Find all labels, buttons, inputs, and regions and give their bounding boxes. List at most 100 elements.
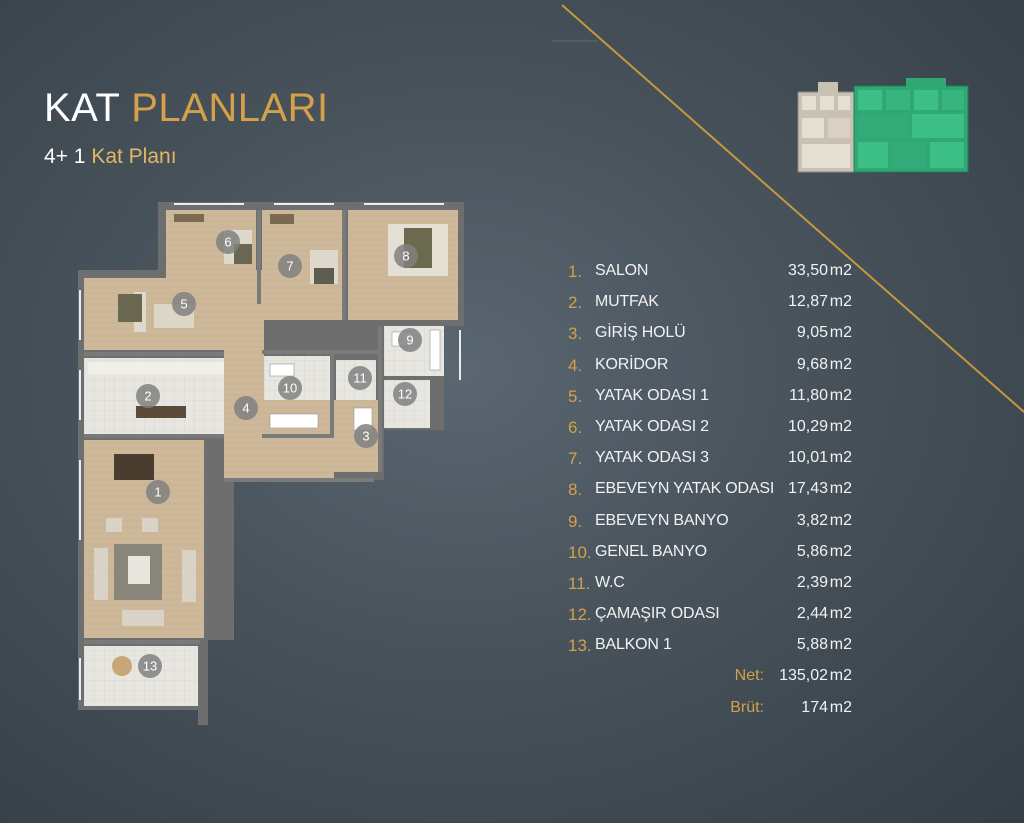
room-list-number: 12. [568,605,592,625]
room-marker-label: 3 [362,429,369,444]
room-list-name: KORİDOR [595,355,669,373]
room-list-unit: m2 [829,262,852,279]
room-list-name: EBEVEYN BANYO [595,511,729,529]
subtitle-room-count: 4+ 1 [44,145,86,168]
room-marker-label: 8 [402,249,409,264]
room-list-area: 5,86 [796,542,828,560]
room-list-unit: m2 [829,605,852,623]
room-list-name: W.C [595,573,625,591]
room-list-unit: m2 [829,417,852,435]
room-marker-7: 7 [278,254,302,278]
room-marker-11: 11 [348,366,372,390]
room-list-name: SALON [595,262,649,279]
windows [79,203,461,700]
room-list-area: 17,43 [787,480,828,498]
room-marker-label: 4 [242,401,249,416]
room-marker-label: 6 [224,235,231,250]
room-list-number: 5. [568,386,583,406]
room-list-number: 7. [568,449,583,469]
room-list-number: 10. [568,542,592,562]
room-marker-6: 6 [216,230,240,254]
gross-area-label: Brüt: [730,698,764,716]
room-list-unit: m2 [829,449,852,467]
room-marker-9: 9 [398,328,422,352]
building-key-plan-thumbnail [797,78,969,173]
room-marker-label: 5 [180,297,187,312]
room-list-number: 11. [568,573,591,593]
room-list-unit: m2 [829,511,852,529]
room-list-name: MUTFAK [595,293,659,311]
room-list-area: 2,39 [796,573,828,591]
room-list-name: GENEL BANYO [595,542,707,560]
room-marker-label: 10 [283,381,297,396]
room-list-number: 3. [568,324,583,344]
gross-area-unit: m2 [829,698,852,716]
title-word-planlari: PLANLARI [131,86,329,130]
gross-area-value: 174 [801,698,828,716]
room-list-area: 11,80 [789,386,828,404]
room-marker-8: 8 [394,244,418,268]
room-marker-2: 2 [136,384,160,408]
room-marker-12: 12 [393,382,417,406]
room-list-area: 33,50 [787,262,828,279]
room-list-number: 2. [568,293,583,313]
room-marker-4: 4 [234,396,258,420]
room-list-unit: m2 [829,480,852,498]
room-list-number: 9. [568,511,583,531]
room-list-name: YATAK ODASI 2 [595,417,709,435]
room-marker-label: 9 [406,333,413,348]
room-list-name: ÇAMAŞIR ODASI [595,605,720,623]
net-area-unit: m2 [829,667,852,685]
room-list-area: 2,44 [796,605,828,623]
room-list-area: 9,05 [796,324,828,342]
room-13-balcony [84,646,198,706]
room-marker-label: 7 [286,259,293,274]
room-marker-label: 11 [353,371,367,386]
room-marker-label: 1 [154,485,161,500]
room-list-number: 8. [568,480,583,500]
room-list-name: BALKON 1 [595,636,672,654]
room-marker-5: 5 [172,292,196,316]
page-subtitle: 4+ 1 Kat Planı [44,146,177,167]
room-list-area: 10,01 [787,449,828,467]
room-list-number: 6. [568,417,583,437]
room-list-name: YATAK ODASI 3 [595,449,709,467]
net-area-value: 135,02 [779,667,828,685]
room-marker-13: 13 [138,654,162,678]
room-list-name: YATAK ODASI 1 [595,386,709,404]
room-list-name: GİRİŞ HOLÜ [595,324,686,342]
room-marker-label: 2 [144,389,151,404]
room-list-unit: m2 [829,573,852,591]
room-list-name: EBEVEYN YATAK ODASI [595,480,775,498]
room-marker-label: 12 [398,387,412,402]
room-marker-1: 1 [146,480,170,504]
room-list-number: 4. [568,355,583,375]
room-marker-3: 3 [354,424,378,448]
net-area-label: Net: [734,667,764,685]
room-list-unit: m2 [829,542,852,560]
room-marker-10: 10 [278,376,302,400]
subtitle-plan-label: Kat Planı [91,145,177,168]
room-list-area: 3,82 [796,511,828,529]
room-list-area: 9,68 [796,355,828,373]
room-list-area: 10,29 [787,417,828,435]
room-marker-label: 13 [143,659,157,674]
room-list-number: 1. [568,262,583,281]
